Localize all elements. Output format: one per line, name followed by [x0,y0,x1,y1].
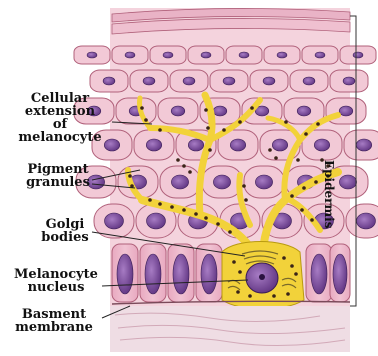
cell-nucleus [171,106,185,116]
label-epidermis: Epidermis [322,160,336,240]
cell-nucleus [223,77,235,85]
pigment-granule [310,218,314,222]
cell-nucleus [303,77,315,85]
cell-nucleus [171,175,188,189]
cell-nucleus [255,175,272,189]
pigment-granule [216,222,220,226]
label-line: melanocyte [8,131,112,144]
cell-nucleus [339,175,356,189]
cell-nucleus [146,139,161,151]
cell-nucleus [183,77,195,85]
pigment-granule [222,128,226,132]
pigment-granule [170,205,174,209]
label-pigment-granules: Pigment granules [22,163,94,189]
pigment-granule [238,270,242,274]
cell-nucleus [125,52,135,58]
cell-nucleus [272,139,287,151]
pigment-granule [314,180,318,184]
pigment-granule [272,294,276,298]
pigment-granule [248,294,252,298]
pigment-granule [188,170,192,174]
cell-nucleus [103,77,115,85]
label-melanocyte-nucleus: Melanocyte nucleus [8,268,104,294]
cell-nucleus [145,254,161,294]
cell-nucleus [213,106,227,116]
pigment-granule [148,198,152,202]
label-line: nucleus [8,281,104,294]
pigment-granule [290,194,294,198]
label-line: granules [22,176,94,189]
pigment-granule [296,158,300,162]
cell-nucleus [314,139,329,151]
cell-nucleus [277,52,287,58]
cell-nucleus [239,52,249,58]
pigment-granule [236,290,240,294]
pigment-granule [204,108,208,112]
pigment-granule [290,264,294,268]
pigment-granule [244,198,248,202]
pigment-granule [242,184,246,188]
cell-nucleus [213,175,230,189]
cell-nucleus [188,139,203,151]
cell-nucleus [297,106,311,116]
cell-nucleus [343,77,355,85]
cell-nucleus [311,254,327,294]
pigment-granule [144,118,148,122]
melanocyte [222,242,304,310]
pigment-granule [140,106,144,110]
pigment-granule [282,256,286,260]
pigment-granule [176,158,180,162]
pigment-granule [158,128,162,132]
pigment-granule [300,208,304,212]
cell-nucleus [357,213,376,229]
pigment-granule [182,164,186,168]
cell-nucleus [201,254,217,294]
dermis [110,306,350,352]
cell-nucleus [333,254,347,294]
pigment-granule [274,156,278,160]
label-golgi-bodies: Golgi bodies [36,218,94,244]
pigment-granule [158,202,162,206]
cell-nucleus [356,139,371,151]
cell-nucleus [143,77,155,85]
pigment-granule [294,272,298,276]
pigment-granule [194,212,198,216]
pigment-granule [286,292,290,296]
label-cellular-extension: Cellular extension of melanocyte [8,92,112,144]
cell-nucleus [353,52,363,58]
pigment-granule [232,260,236,264]
cell-nucleus [263,77,275,85]
pigment-granule [208,148,212,152]
label-basement-membrane: Basment membrane [6,308,102,334]
pigment-granule [250,106,254,110]
cell-nucleus [230,139,245,151]
pigment-granule [304,132,308,136]
label-line: membrane [6,321,102,334]
cell-nucleus [87,52,97,58]
cell-nucleus [173,254,189,294]
pigment-granule [316,122,320,126]
pigment-granule [182,208,186,212]
pigment-granule [268,148,272,152]
pigment-granule [128,174,132,178]
cell-nucleus [117,254,133,294]
pigment-granule [284,120,288,124]
pigment-granule [206,126,210,130]
cell-nucleus [163,52,173,58]
pigment-granule [204,216,208,220]
pigment-granule [238,120,242,124]
cell-nucleus [339,106,353,116]
pigment-granule [302,186,306,190]
cell-nucleus [147,213,166,229]
label-line: bodies [36,231,94,244]
cell-nucleus [201,52,211,58]
cell-nucleus [315,52,325,58]
pigment-granule [228,230,232,234]
cell-nucleus [105,213,124,229]
